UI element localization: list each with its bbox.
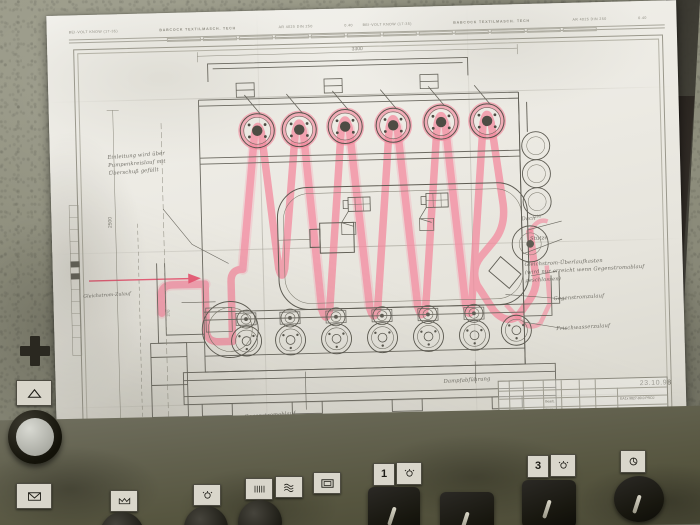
cross-icon <box>20 336 50 366</box>
control-panel-grime <box>0 405 700 525</box>
plate-envelope[interactable] <box>16 483 52 509</box>
brush-icon <box>254 485 264 492</box>
selector-switch-1[interactable] <box>368 487 420 525</box>
grey-knob-icon <box>16 418 54 456</box>
plate-brush[interactable] <box>245 478 273 500</box>
lamp-icon <box>202 490 212 499</box>
lamp-icon <box>558 461 568 469</box>
dim-top-value: 3300 <box>352 46 363 52</box>
plate-lamp-2[interactable] <box>396 462 422 485</box>
plate-up-arrow[interactable] <box>16 380 52 406</box>
dim-left-value: 2500 <box>107 217 113 228</box>
dim-right-value: 190 <box>534 214 542 219</box>
plate-lamp-3[interactable] <box>550 454 576 477</box>
selector-switch-3[interactable] <box>522 480 576 525</box>
crown-icon <box>118 497 130 504</box>
envelope-icon <box>27 491 41 501</box>
plate-motor[interactable] <box>620 450 646 473</box>
triangle-up-icon <box>26 388 42 398</box>
heater-icon <box>283 483 294 492</box>
knob-crown[interactable] <box>100 512 144 525</box>
selector-3-label[interactable]: 3 <box>527 455 549 478</box>
plate-lamp[interactable] <box>193 484 221 506</box>
selector-1-number: 1 <box>380 468 388 480</box>
lamp-icon <box>404 469 414 477</box>
selector-1-label[interactable]: 1 <box>373 463 395 486</box>
frame-icon <box>320 478 334 488</box>
motor-icon <box>629 457 637 466</box>
machine-control-panel <box>0 405 700 525</box>
plate-frame[interactable] <box>313 472 341 494</box>
selector-switch-2[interactable] <box>440 492 494 525</box>
dim-inner-value: 270 <box>166 309 171 317</box>
main-selector[interactable] <box>8 410 62 464</box>
selector-3-number: 3 <box>534 460 542 472</box>
plate-heater[interactable] <box>275 476 303 498</box>
selector-switch-4[interactable] <box>614 476 664 522</box>
plate-crown[interactable] <box>110 490 138 512</box>
knob-lamp[interactable] <box>184 506 228 525</box>
